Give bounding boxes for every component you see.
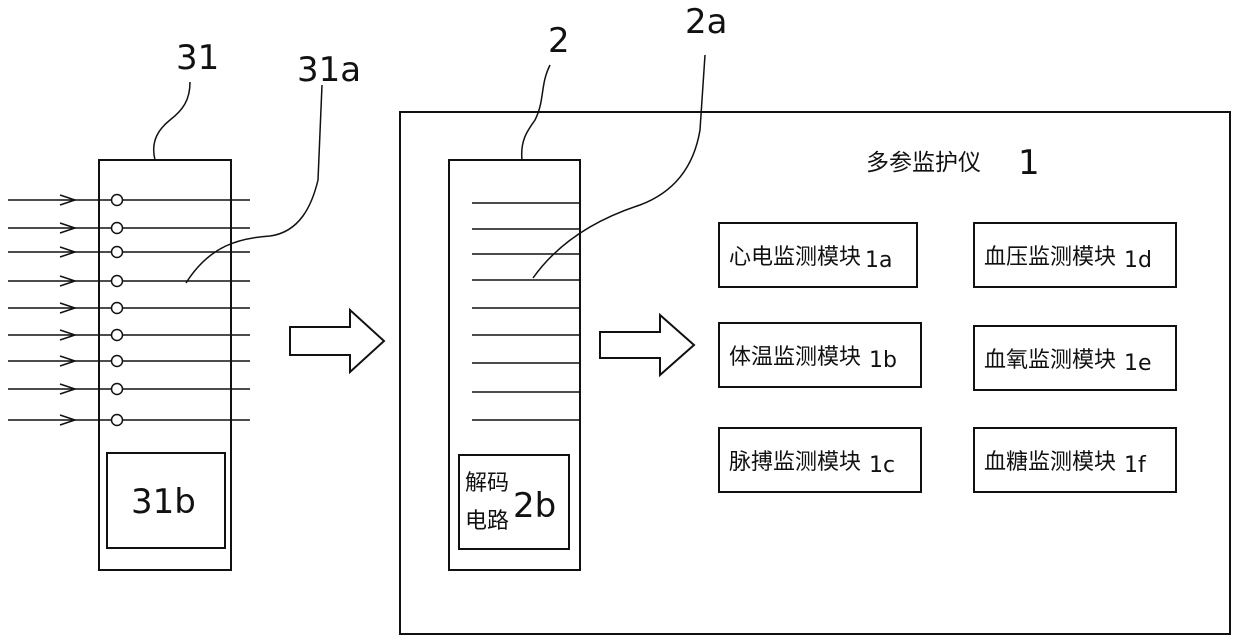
module-ref: 1f bbox=[1124, 453, 1147, 478]
decode-circuit-ref: 2b bbox=[513, 486, 556, 526]
leader-2a bbox=[533, 55, 705, 278]
connector-31: 31b 31 31a bbox=[8, 38, 361, 570]
contact-circle bbox=[112, 384, 123, 395]
contact-circle bbox=[112, 303, 123, 314]
contact-circle bbox=[112, 415, 123, 426]
leader-31a bbox=[186, 85, 322, 283]
monitor-title: 多参监护仪 bbox=[866, 150, 981, 176]
hollow-arrow-2 bbox=[600, 315, 694, 375]
module-ref: 1c bbox=[869, 453, 895, 478]
module-grid: 心电监测模块1a 血压监测模块 1d 体温监测模块 1b 血氧监测模块 1e 脉搏监测模块 1c… bbox=[719, 223, 1176, 492]
monitor-ref: 1 bbox=[1018, 143, 1040, 183]
ref-2a: 2a bbox=[685, 2, 727, 42]
contact-circle bbox=[112, 223, 123, 234]
ref-31a: 31a bbox=[297, 50, 361, 90]
module-name: 血糖监测模块 bbox=[984, 450, 1116, 475]
module-name: 脉搏监测模块 bbox=[729, 450, 861, 475]
hollow-arrow-1 bbox=[290, 310, 384, 372]
chip-31b-label: 31b bbox=[131, 482, 196, 522]
module-ref: 1e bbox=[1124, 351, 1152, 376]
decode-circuit-text-2: 电路 bbox=[465, 509, 509, 534]
contact-circle bbox=[112, 247, 123, 258]
leader-31 bbox=[154, 82, 190, 160]
module-name: 心电监测模块 bbox=[729, 245, 861, 270]
decoder-2: 解码 电路 2b 2 2a bbox=[449, 2, 727, 570]
module-name: 血氧监测模块 bbox=[984, 348, 1116, 373]
module-name: 体温监测模块 bbox=[729, 345, 861, 370]
contact-circle bbox=[112, 276, 123, 287]
monitor-1: 多参监护仪 1 解码 电路 2b 2 2a 心电监测模块1a 血压监测模块 1d 体温… bbox=[400, 2, 1230, 634]
contact-circle bbox=[112, 195, 123, 206]
module-ref: 1b bbox=[869, 348, 897, 373]
decoder-lines bbox=[472, 203, 580, 420]
ref-31: 31 bbox=[176, 38, 219, 78]
contact-circle bbox=[112, 330, 123, 341]
input-lines bbox=[8, 195, 250, 426]
ref-2: 2 bbox=[548, 21, 570, 61]
module-name: 血压监测模块 bbox=[984, 245, 1116, 270]
contact-circle bbox=[112, 356, 123, 367]
module-ref: 1a bbox=[865, 248, 892, 273]
module-ref: 1d bbox=[1124, 248, 1152, 273]
decode-circuit-text-1: 解码 bbox=[465, 471, 509, 496]
monitor-box bbox=[400, 112, 1230, 634]
